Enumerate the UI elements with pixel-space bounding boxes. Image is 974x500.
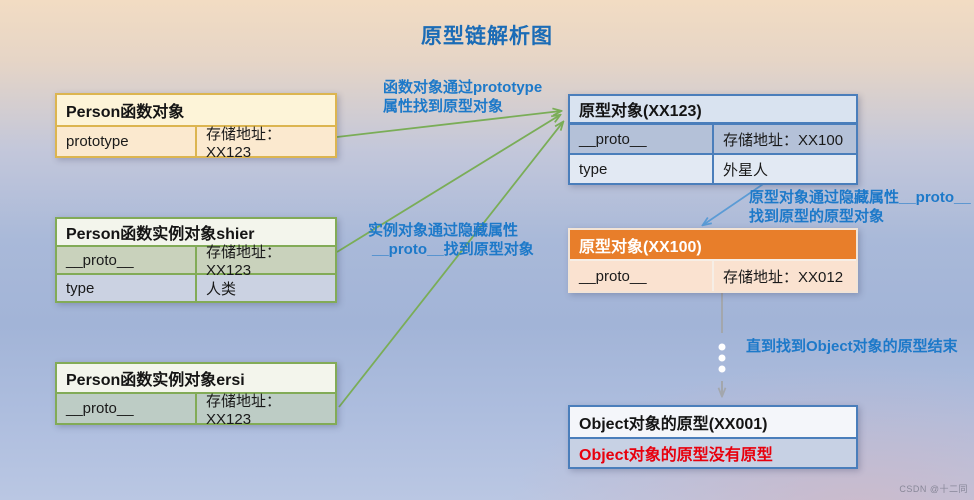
ellipsis-dot: [718, 365, 726, 373]
box-header: 原型对象(XX123): [570, 96, 856, 125]
person-function-box: Person函数对象 prototype 存储地址：XX123: [55, 93, 337, 161]
ellipsis-dot: [718, 343, 726, 351]
property-name: __proto__: [66, 400, 134, 417]
property-name: __proto__: [66, 251, 134, 269]
table-row: __proto__ 存储地址：XX123: [57, 244, 335, 279]
box-header: Person函数实例对象shier: [57, 219, 335, 247]
object-prototype-box: Object对象的原型(XX001) Object对象的原型没有原型: [568, 405, 858, 469]
property-value: 存储地址：XX123: [195, 244, 335, 279]
annotation-proto-to-proto: 原型对象通过隐藏属性__proto__ 找到原型的原型对象: [749, 189, 971, 225]
property-value: 存储地址：XX012: [712, 261, 856, 291]
property-value: 外星人: [712, 155, 856, 183]
table-row: prototype 存储地址：XX123: [57, 126, 335, 161]
box-header: 原型对象(XX100): [570, 230, 856, 261]
table-row: type 人类: [57, 273, 335, 301]
prototype-xx123-box: 原型对象(XX123) __proto__ 存储地址：XX100 type 外星…: [568, 94, 858, 185]
box-header: Person函数实例对象ersi: [57, 364, 335, 394]
box-header: Object对象的原型(XX001): [570, 407, 856, 439]
box-header: Person函数对象: [57, 95, 335, 127]
instance-ersi-box: Person函数实例对象ersi __proto__ 存储地址：XX123: [55, 362, 337, 428]
annotation-instance-to-proto: 实例对象通过隐藏属性 __proto__找到原型对象: [368, 222, 534, 258]
instance-shier-box: Person函数实例对象shier __proto__ 存储地址：XX123 t…: [55, 217, 337, 303]
watermark: CSDN @十二同: [899, 484, 968, 494]
table-row: Object对象的原型没有原型: [570, 439, 856, 467]
table-row: __proto__ 存储地址：XX100: [570, 125, 856, 153]
property-name: type: [579, 160, 608, 178]
table-row: type 外星人: [570, 153, 856, 183]
property-value: 存储地址：XX123: [195, 393, 335, 428]
property-value: 人类: [195, 275, 335, 301]
table-row: __proto__ 存储地址：XX123: [57, 393, 335, 428]
table-row: __proto__ 存储地址：XX012: [570, 261, 856, 291]
property-name: prototype: [66, 133, 129, 150]
ellipsis-dot: [718, 354, 726, 362]
annotation-until-object: 直到找到Object对象的原型结束: [746, 338, 958, 355]
property-value: 存储地址：XX123: [195, 126, 335, 161]
arrow-ersi-to-proto: [338, 122, 563, 408]
property-value: 存储地址：XX100: [712, 125, 856, 153]
property-name: type: [66, 279, 95, 297]
no-prototype-note: Object对象的原型没有原型: [579, 447, 773, 464]
property-name: __proto__: [579, 267, 647, 285]
prototype-xx100-box: 原型对象(XX100) __proto__ 存储地址：XX012: [568, 228, 858, 293]
annotation-fn-to-proto: 函数对象通过prototype 属性找到原型对象: [383, 79, 543, 115]
page-title: 原型链解析图: [421, 25, 553, 48]
property-name: __proto__: [579, 130, 647, 148]
